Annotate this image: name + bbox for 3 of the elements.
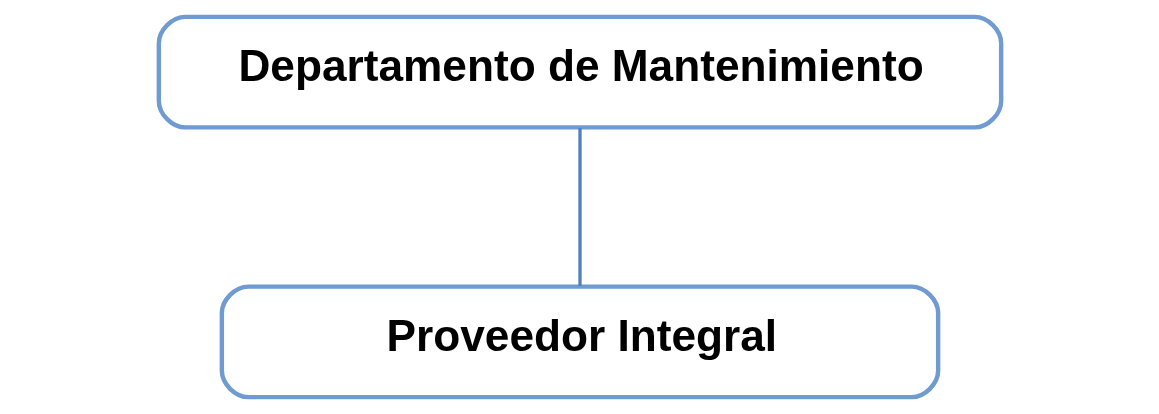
node-box: Proveedor Integral <box>219 284 940 400</box>
connector <box>577 128 582 287</box>
node-box: Departamento de Mantenimiento <box>156 14 1003 130</box>
